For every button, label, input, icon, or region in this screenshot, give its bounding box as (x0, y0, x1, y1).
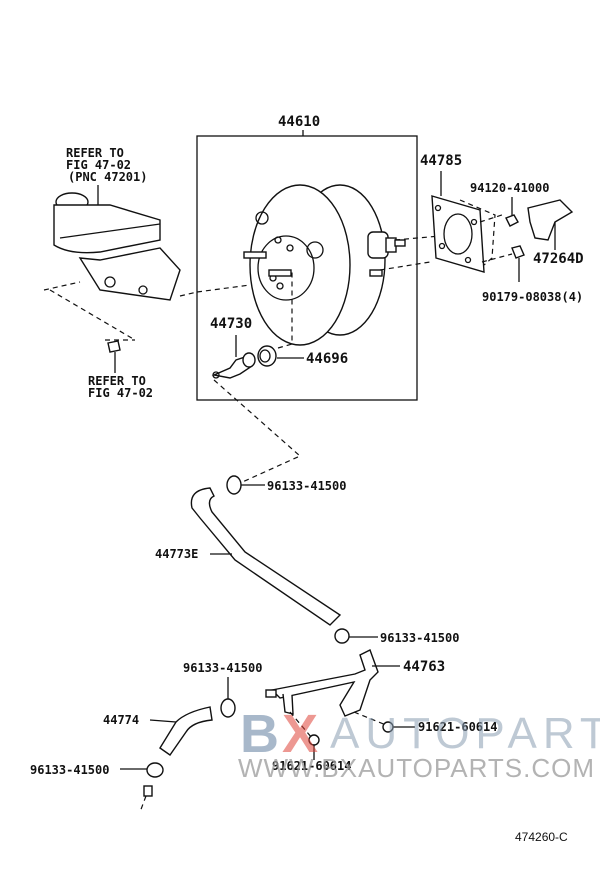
vacuum-pipe-icon (265, 649, 379, 717)
master-cylinder-icon (53, 192, 181, 301)
gasket-icon (431, 195, 485, 273)
figure-code: 474260-C (515, 830, 568, 844)
label-91621-60614-center[interactable]: 91621-60614 (272, 759, 351, 773)
grommet-icon (257, 345, 277, 367)
watermark-brand: AUTOPARTS (330, 709, 600, 758)
check-valve-icon (211, 352, 256, 379)
clamp-1-icon (226, 475, 242, 495)
label-44696[interactable]: 44696 (306, 351, 348, 367)
booster-assembly-group: 44610 44730 (196, 114, 418, 401)
label-96133-41500-d[interactable]: 96133-41500 (30, 763, 109, 777)
nut-upper-group: 94120-41000 (470, 181, 549, 227)
watermark: B X AUTOPARTS WWW.BXAUTOPARTS.COM (238, 704, 600, 783)
watermark-x: X (282, 704, 318, 764)
bracket-icon (527, 199, 574, 241)
nut-note-line1: REFER TO (88, 374, 146, 388)
label-90179-08038[interactable]: 90179-08038(4) (482, 290, 583, 304)
gasket-group: 44785 (420, 153, 513, 273)
hose-upper-icon (190, 487, 342, 626)
label-44763[interactable]: 44763 (403, 659, 445, 675)
brake-booster-icon (243, 184, 406, 346)
nut-lower-group: 90179-08038(4) (482, 245, 583, 304)
label-91621-60614-right[interactable]: 91621-60614 (418, 720, 497, 734)
label-44774[interactable]: 44774 (103, 713, 139, 727)
clamp-4-icon (146, 762, 164, 778)
hex-nut-icon (505, 214, 519, 227)
label-96133-41500-b[interactable]: 96133-41500 (380, 631, 459, 645)
nut-note-line2[interactable]: FIG 47-02 (88, 386, 153, 400)
hose-lower-icon (159, 706, 213, 756)
clamp-3-icon (220, 698, 236, 718)
label-44773E[interactable]: 44773E (155, 547, 198, 561)
label-47264D[interactable]: 47264D (533, 251, 584, 267)
master-cylinder-note-line3: (PNC 47201) (68, 170, 147, 184)
master-cylinder-note-line1: REFER TO (66, 146, 124, 160)
nipple-icon (143, 785, 153, 797)
watermark-b: B (240, 704, 279, 764)
booster-assembly-frame (196, 135, 418, 401)
label-44785[interactable]: 44785 (420, 153, 462, 169)
nut-icon (107, 340, 121, 353)
label-44730[interactable]: 44730 (210, 316, 252, 332)
label-94120-41000[interactable]: 94120-41000 (470, 181, 549, 195)
master-cylinder-note-line2[interactable]: FIG 47-02 (66, 158, 131, 172)
label-44610[interactable]: 44610 (278, 114, 320, 130)
master-cylinder-group: REFER TO FIG 47-02 (PNC 47201) REFER TO … (43, 146, 198, 400)
label-96133-41500-a[interactable]: 96133-41500 (267, 479, 346, 493)
watermark-url: WWW.BXAUTOPARTS.COM (238, 753, 595, 783)
label-96133-41500-c[interactable]: 96133-41500 (183, 661, 262, 675)
bracket-group: 47264D (527, 199, 584, 267)
flange-nut-icon (511, 245, 525, 259)
clamp-2-icon (334, 628, 350, 644)
